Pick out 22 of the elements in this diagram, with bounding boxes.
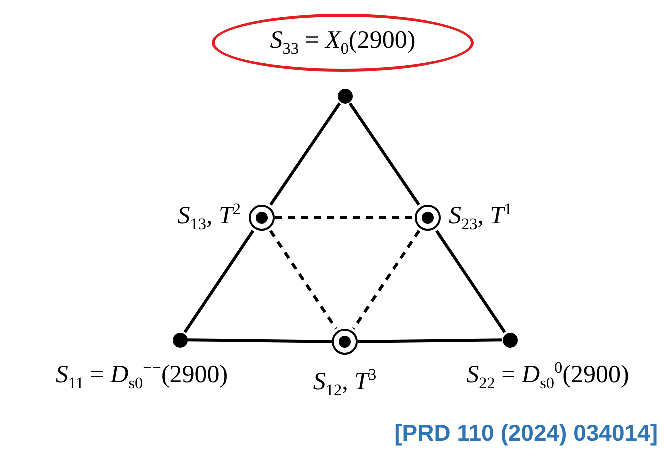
citation: [PRD 110 (2024) 034014] xyxy=(394,420,658,447)
circled-dot xyxy=(415,205,441,231)
node-label: S$_{22}$ = D$_{s0}$$^{0}$(2900) xyxy=(466,360,630,393)
line xyxy=(187,338,332,344)
node-label: S$_{23}$, T$^{1}$ xyxy=(449,201,512,235)
node-label: S$_{13}$, T$^{2}$ xyxy=(178,201,241,235)
circled-dot xyxy=(249,205,275,231)
dot xyxy=(502,332,518,348)
ellipse-label: S$_{33}$ = X$_{0}$(2900) xyxy=(212,14,474,72)
line xyxy=(184,230,254,334)
line xyxy=(348,102,420,206)
circled-dot xyxy=(332,329,358,355)
dot xyxy=(172,332,188,348)
line xyxy=(358,338,503,344)
dashed-line xyxy=(352,230,421,330)
line xyxy=(270,102,342,206)
dot xyxy=(338,88,352,104)
line xyxy=(436,230,506,334)
node-label: S$_{12}$, T$^{3}$ xyxy=(313,367,377,400)
dashed-line xyxy=(269,230,338,330)
node-label: S$_{11}$ = D$_{s0}$$^{−−}$(2900) xyxy=(56,360,228,393)
dashed-line xyxy=(275,216,415,220)
